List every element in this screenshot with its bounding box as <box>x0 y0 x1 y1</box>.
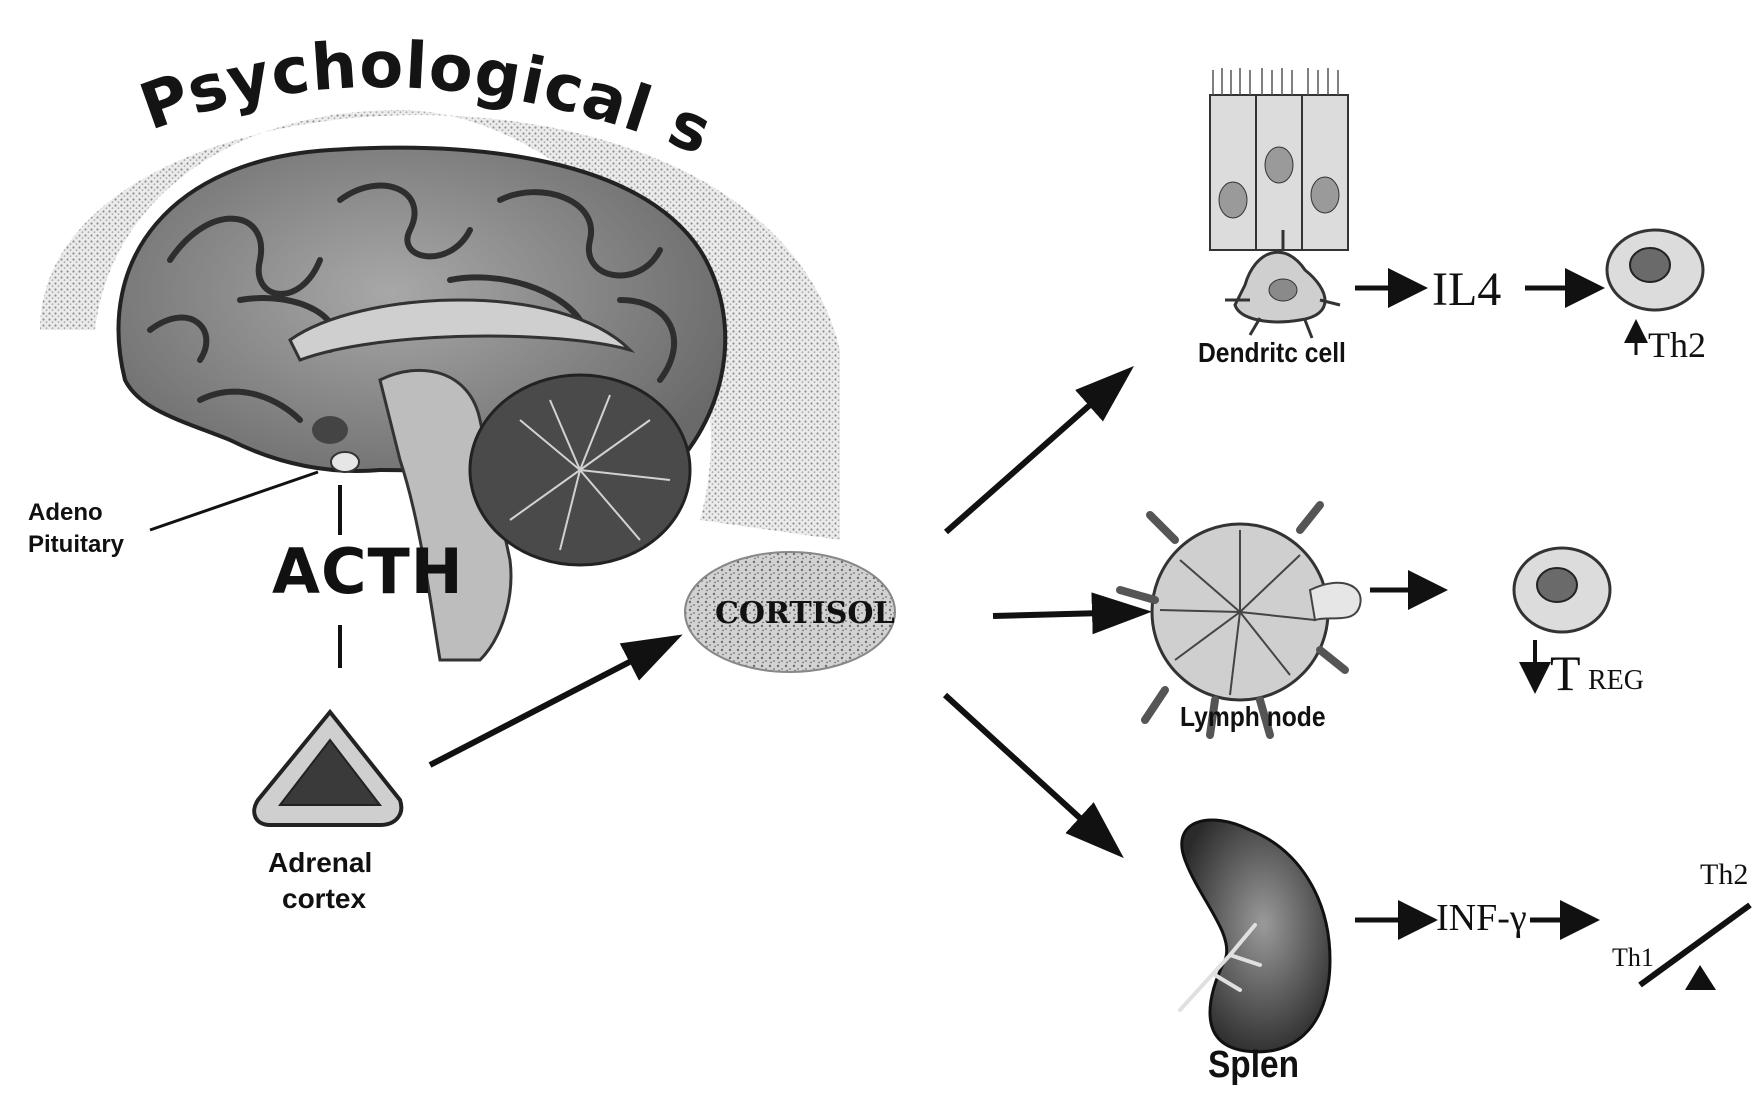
cortex-label: cortex <box>282 883 367 914</box>
brain-illustration <box>116 145 728 662</box>
lymph-node-label: Lymph node <box>1180 701 1326 732</box>
dendritic-cell-icon <box>1209 68 1349 339</box>
balance-scale-icon <box>1638 902 1752 990</box>
adeno-label: Adeno <box>28 499 103 526</box>
il4-label: IL4 <box>1432 263 1502 316</box>
cortisol-ellipse <box>684 551 896 673</box>
treg-t-label: T <box>1550 645 1581 701</box>
adrenal-label: Adrenal <box>268 847 373 878</box>
treg-cell-icon <box>1512 546 1612 634</box>
lymph-node-icon <box>1116 501 1362 739</box>
infg-label: INF-γ <box>1436 897 1527 939</box>
cortisol-label: CORTISOL <box>715 596 895 631</box>
th2-bottom-label: Th2 <box>1700 858 1749 891</box>
t-cell-icon <box>1605 228 1705 312</box>
splen-label: Splen <box>1208 1044 1300 1086</box>
adrenal-gland-icon <box>252 708 404 827</box>
pituitary-label: Pituitary <box>28 531 125 558</box>
arrow-adrenal-to-cortisol <box>428 634 683 768</box>
pituitary-pointer-line <box>149 470 319 532</box>
spleen-icon <box>1178 818 1332 1054</box>
th2-top-label: Th2 <box>1648 325 1706 365</box>
arrow-cortisol-to-lymph <box>992 592 1152 635</box>
arrow-cortisol-to-spleen <box>942 692 1124 859</box>
th1-label: Th1 <box>1612 943 1654 972</box>
dendritic-cell-label: Dendritc cell <box>1198 337 1346 368</box>
treg-sub-label: REG <box>1588 665 1644 696</box>
arrow-cortisol-to-dendritic <box>944 366 1134 535</box>
acth-label: ACTH <box>272 535 464 608</box>
